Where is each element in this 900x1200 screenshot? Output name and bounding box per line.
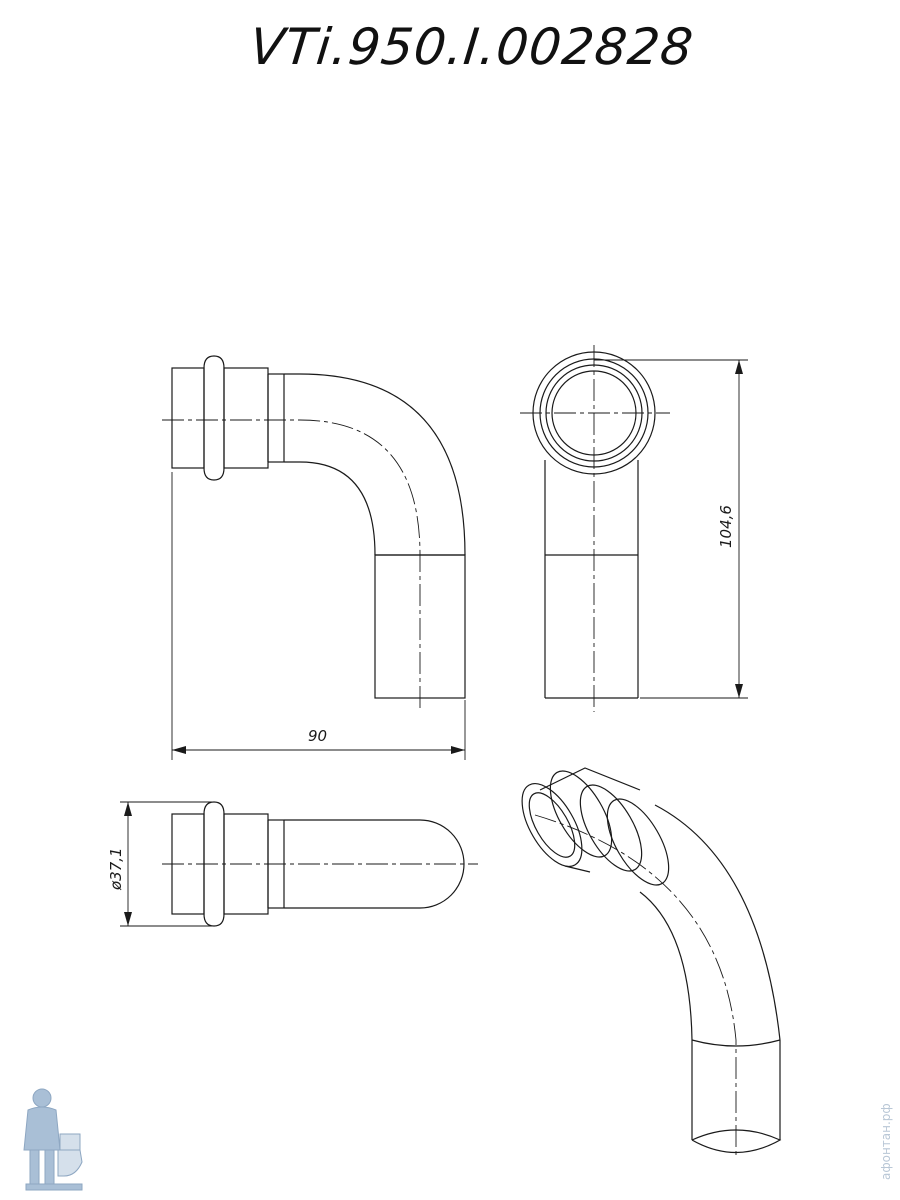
iso-socket-face xyxy=(521,783,583,867)
dim-height-label: 104,6 xyxy=(717,505,735,548)
isometric-view xyxy=(521,767,782,1155)
iso-elbow-outer xyxy=(654,804,781,1041)
iso-leg-end xyxy=(691,1129,782,1154)
front-axis xyxy=(162,419,421,710)
iso-axis xyxy=(534,814,737,1155)
socket-bead xyxy=(203,355,225,481)
elbow-inner xyxy=(284,461,376,556)
iso-elbow-inner xyxy=(639,891,693,1041)
elbow-outer xyxy=(284,373,466,556)
plumber-logo-icon xyxy=(23,1088,83,1191)
top-view: ø37,1 xyxy=(107,801,478,927)
dim-diameter-label: ø37,1 xyxy=(107,847,125,891)
socket-end xyxy=(171,367,205,469)
site-watermark: афонтан.рф xyxy=(879,1103,893,1180)
front-view: 90 xyxy=(162,355,466,760)
side-view: 104,6 xyxy=(520,345,748,712)
dim-length-label: 90 xyxy=(308,727,327,745)
socket-body xyxy=(223,367,269,469)
